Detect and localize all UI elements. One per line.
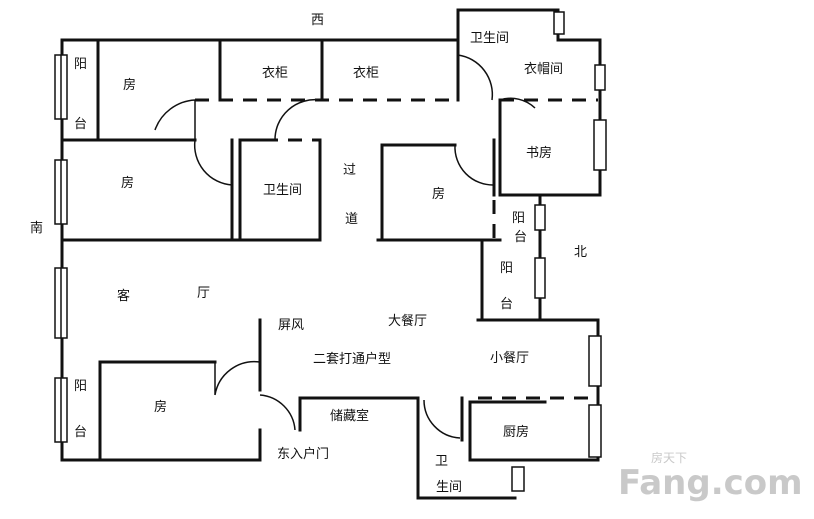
- balcony-north-1-yang-label: 阳: [512, 211, 526, 226]
- floorplan-caption: 二套打通户型: [313, 352, 392, 367]
- door-bath-top: [457, 54, 494, 101]
- window-north-balcony: [534, 204, 546, 231]
- door-swings: [154, 54, 536, 439]
- room-4-label: 房: [154, 400, 168, 415]
- screen-label: 屏风: [278, 318, 305, 333]
- corridor-guo-label: 过: [343, 163, 357, 178]
- bathroom-top-label: 卫生间: [470, 31, 510, 46]
- bathroom-bottom-wei-label: 卫: [435, 454, 449, 469]
- window-bath-bottom: [511, 466, 525, 492]
- door-bottom-room: [214, 360, 261, 396]
- wardrobe-2-label: 衣柜: [353, 66, 380, 81]
- direction-south-label: 南: [30, 221, 44, 236]
- door-room1: [154, 99, 196, 140]
- balcony-north-2-tai-label: 台: [500, 297, 514, 312]
- balcony-1-yang-label: 阳: [74, 57, 88, 72]
- room-3-label: 房: [432, 187, 446, 202]
- balcony-1-tai-label: 台: [74, 117, 88, 132]
- east-entrance-label: 东入户门: [277, 447, 330, 462]
- kitchen-label: 厨房: [503, 425, 530, 440]
- small-dining-label: 小餐厅: [490, 351, 530, 366]
- direction-west-label: 西: [311, 13, 325, 28]
- windows: [54, 11, 607, 492]
- big-dining-label: 大餐厅: [388, 314, 428, 329]
- storage-room-label: 储藏室: [330, 409, 370, 424]
- window-kitchen: [588, 404, 602, 458]
- room-1-label: 房: [123, 78, 137, 93]
- door-middle-room: [454, 144, 495, 186]
- door-entrance: [259, 394, 296, 431]
- window-dining: [588, 335, 602, 387]
- balcony-2-tai-label: 台: [74, 425, 88, 440]
- study-label: 书房: [526, 146, 553, 161]
- window-study: [593, 119, 607, 171]
- door-bath-bottom: [423, 399, 461, 439]
- room-2-label: 房: [121, 176, 135, 191]
- living-ting-label: 厅: [197, 286, 211, 301]
- door-room2: [193, 139, 233, 186]
- direction-north-label: 北: [574, 245, 588, 260]
- watermark-cn-text: 房天下: [651, 451, 688, 465]
- dashed-partitions: [96, 55, 598, 445]
- balcony-north-2-yang-label: 阳: [500, 261, 514, 276]
- watermark-brand-logo: Fang.com: [618, 463, 803, 503]
- balcony-north-1-tai-label: 台: [514, 230, 528, 245]
- window-closet: [594, 64, 606, 91]
- bathroom-bottom-shengjian-label: 生间: [436, 480, 463, 495]
- bathroom-middle-label: 卫生间: [263, 183, 303, 198]
- living-ke-label: 客: [117, 289, 131, 304]
- cloakroom-label: 衣帽间: [524, 62, 564, 77]
- balcony-2-yang-label: 阳: [74, 379, 88, 394]
- door-closet: [499, 97, 536, 109]
- corridor-dao-label: 道: [345, 212, 359, 227]
- wardrobe-1-label: 衣柜: [262, 66, 289, 81]
- door-bath: [274, 98, 321, 141]
- window-north-balcony-2: [534, 257, 546, 299]
- window-bath-top: [553, 11, 565, 35]
